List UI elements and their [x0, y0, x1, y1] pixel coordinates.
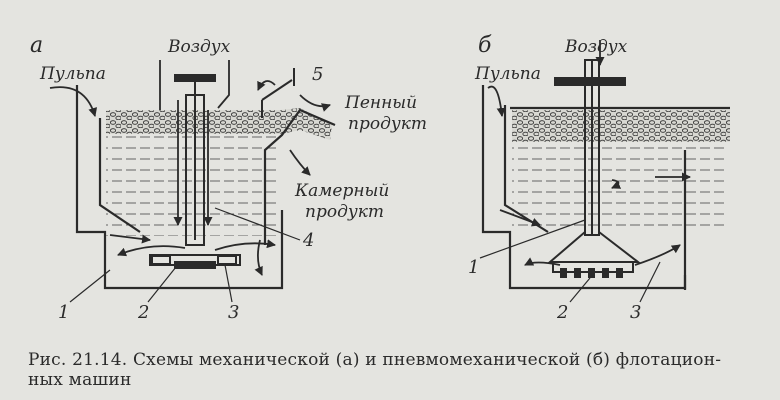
diagram-a-air-hopper — [159, 60, 230, 110]
diagram-a-foam-overflow — [281, 108, 332, 140]
diagram-b-pulp-label: Пульпа — [474, 64, 541, 84]
diagram-a-level-valve — [261, 68, 295, 118]
diagram-a-letter: а — [30, 33, 43, 58]
diagram-a-tank — [75, 85, 336, 290]
diagram-b: б Воздух Пульпа — [468, 33, 730, 323]
diagram-a-label-2: 2 — [137, 302, 149, 323]
diagram-a-pulp-label: Пульпа — [39, 64, 106, 84]
diagram-a-chamber-line2: продукт — [305, 202, 384, 222]
figure-caption: Рис. 21.14. Схемы механической (а) и пне… — [28, 350, 763, 390]
diagram-a-leader-lines — [69, 207, 301, 303]
diagram-a-impeller — [149, 254, 241, 269]
diagram-a-air-label: Воздух — [167, 37, 231, 57]
diagram-a-shaft — [174, 74, 216, 246]
diagram-b-nozzles — [560, 268, 623, 278]
diagram-b-liquid — [512, 145, 727, 235]
diagram-b-letter: б — [478, 33, 492, 58]
diagram-b-tank — [481, 85, 730, 290]
diagram-b-aerator — [547, 59, 641, 273]
diagram-a-label-1: 1 — [58, 302, 69, 323]
diagram-a-label-3: 3 — [228, 302, 239, 323]
diagram-a-foam-line2: продукт — [348, 114, 427, 134]
diagram-a-chamber-line1: Камерный — [294, 181, 389, 201]
diagram-a-foam-line1: Пенный — [344, 93, 417, 113]
diagram-a-label-4: 4 — [302, 230, 314, 251]
diagram-a-flow-arrows — [49, 80, 331, 276]
diagram-a-foam-layer — [106, 110, 281, 134]
diagram-a: а Воздух Пульпа — [30, 33, 427, 323]
diagram-b-label-1: 1 — [468, 257, 479, 278]
diagram-a-label-5: 5 — [312, 64, 323, 85]
diagram-b-foam-layer — [512, 110, 730, 142]
diagram-b-label-3: 3 — [630, 302, 641, 323]
caption-line-1: Рис. 21.14. Схемы механической (а) и пне… — [28, 350, 722, 370]
diagram-b-air-label: Воздух — [564, 37, 628, 57]
diagram-b-flow-arrows — [487, 40, 691, 266]
diagram-b-label-2: 2 — [556, 302, 568, 323]
diagram-b-leader-lines — [479, 219, 661, 303]
flotation-machines-diagram: а Воздух Пульпа — [30, 33, 730, 323]
caption-line-2: ных машин — [28, 370, 132, 390]
diagram-a-liquid — [106, 136, 278, 236]
